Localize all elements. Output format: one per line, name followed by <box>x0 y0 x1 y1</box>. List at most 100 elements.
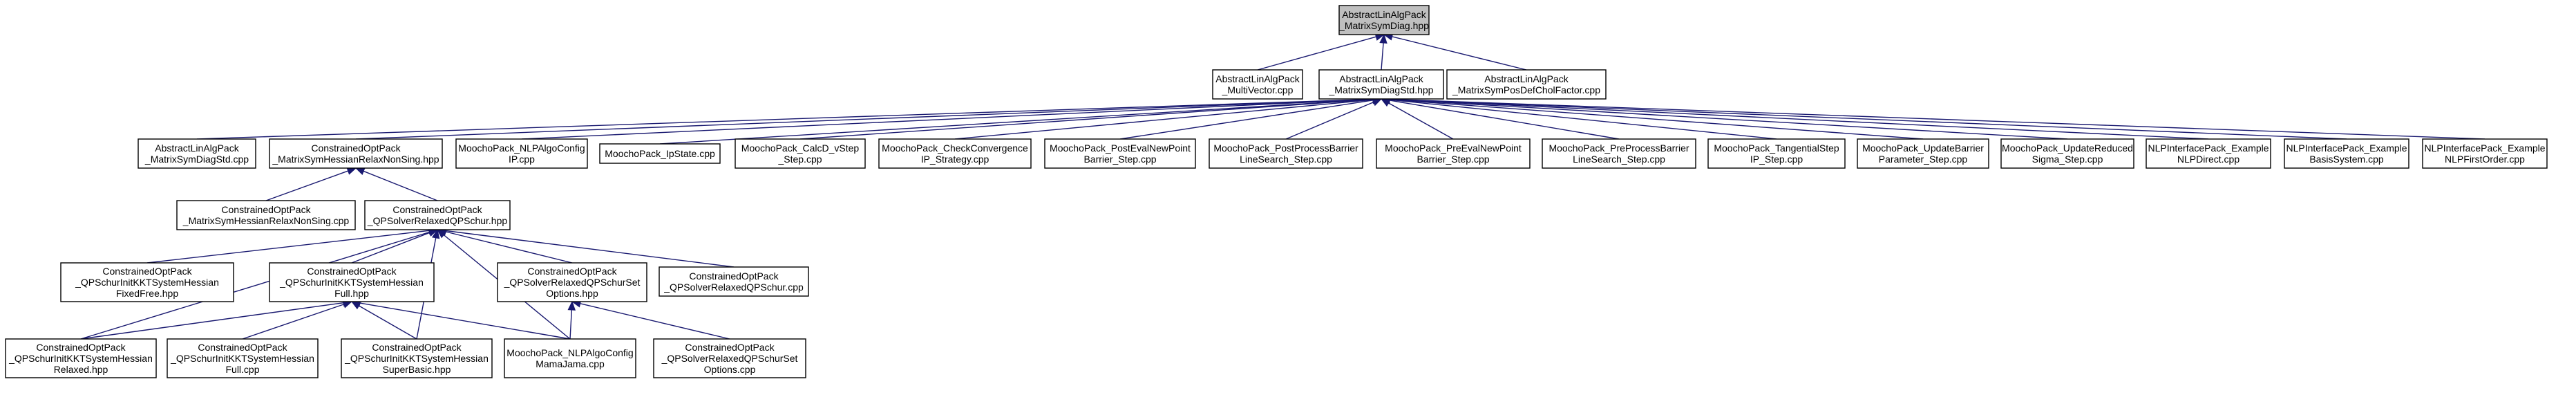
node-label: MoochoPack_PreProcessBarrier <box>1549 143 1689 154</box>
node-label: _QPSchurInitKKTSystemHessian <box>170 353 314 364</box>
node-label: AbstractLinAlgPack <box>155 143 239 154</box>
node-label: MoochoPack_IpState.cpp <box>605 148 715 159</box>
node-label: AbstractLinAlgPack <box>1339 73 1423 84</box>
graph-node[interactable]: MoochoPack_PostProcessBarrierLineSearch_… <box>1209 138 1363 169</box>
graph-node[interactable]: ConstrainedOptPack_QPSchurInitKKTSystemH… <box>341 338 493 378</box>
arrowhead-icon <box>567 300 576 311</box>
node-box <box>1212 69 1303 100</box>
node-label: _MatrixSymPosDefCholFactor.cpp <box>1452 84 1600 95</box>
graph-node[interactable]: ConstrainedOptPack_QPSchurInitKKTSystemH… <box>60 262 234 302</box>
node-label: Full.hpp <box>334 288 369 299</box>
dependency-edge <box>1383 33 1527 71</box>
dependency-edge <box>571 300 730 340</box>
node-box <box>176 200 356 230</box>
graph-node[interactable]: MoochoPack_PostEvalNewPointBarrier_Step.… <box>1044 138 1196 169</box>
graph-node[interactable]: MoochoPack_IpState.cpp <box>599 143 721 164</box>
node-box <box>659 266 809 297</box>
node-box <box>341 338 493 378</box>
graph-node[interactable]: MoochoPack_CheckConvergenceIP_Strategy.c… <box>878 138 1032 169</box>
edges-layer <box>80 33 2485 340</box>
node-label: ConstrainedOptPack <box>527 266 617 277</box>
node-box <box>1376 138 1531 169</box>
node-box <box>1209 138 1363 169</box>
node-box <box>138 138 256 169</box>
node-label: Sigma_Step.cpp <box>2032 154 2103 165</box>
graph-node[interactable]: AbstractLinAlgPack_MatrixSymPosDefCholFa… <box>1446 69 1607 100</box>
node-box <box>60 262 234 302</box>
node-label: _QPSchurInitKKTSystemHessian <box>279 277 424 288</box>
graph-node[interactable]: ConstrainedOptPack_QPSchurInitKKTSystemH… <box>5 338 157 378</box>
node-label: NLPFirstOrder.cpp <box>2445 154 2525 165</box>
node-box <box>878 138 1032 169</box>
node-label: _QPSchurInitKKTSystemHessian <box>8 353 153 364</box>
dependency-edge <box>146 226 439 264</box>
node-label: _MatrixSymDiagStd.hpp <box>1329 84 1434 95</box>
dependency-edge <box>1285 98 1383 140</box>
graph-node[interactable]: ConstrainedOptPack_QPSchurInitKKTSystemH… <box>167 338 319 378</box>
node-label: MoochoPack_PreEvalNewPoint <box>1385 143 1522 154</box>
node-label: _QPSolverRelaxedQPSchurSet <box>504 277 641 288</box>
node-label: SuperBasic.hpp <box>383 364 451 375</box>
node-label: NLPInterfacePack_Example <box>2148 143 2269 154</box>
node-label: MoochoPack_NLPAlgoConfig <box>506 347 633 358</box>
node-label: Full.cpp <box>225 364 259 375</box>
graph-node[interactable]: MoochoPack_PreProcessBarrierLineSearch_S… <box>1542 138 1696 169</box>
node-box <box>1542 138 1696 169</box>
node-box <box>2146 138 2271 169</box>
node-label: MoochoPack_PostEvalNewPoint <box>1050 143 1191 154</box>
dependency-edge <box>436 226 735 268</box>
graph-node[interactable]: ConstrainedOptPack_MatrixSymHessianRelax… <box>269 138 443 169</box>
dependency-edge <box>80 299 353 340</box>
node-label: _QPSchurInitKKTSystemHessian <box>75 277 219 288</box>
node-label: AbstractLinAlgPack <box>1484 73 1569 84</box>
node-box <box>364 200 511 230</box>
node-label: MoochoPack_TangentialStep <box>1714 143 1839 154</box>
node-label: MoochoPack_UpdateBarrier <box>1862 143 1984 154</box>
graph-node[interactable]: AbstractLinAlgPack_MatrixSymDiag.hpp <box>1338 5 1430 35</box>
graph-node[interactable]: MoochoPack_UpdateBarrierParameter_Step.c… <box>1857 138 1989 169</box>
node-label: MoochoPack_CheckConvergence <box>882 143 1028 154</box>
graph-node[interactable]: NLPInterfacePack_ExampleNLPFirstOrder.cp… <box>2422 138 2548 169</box>
graph-node[interactable]: ConstrainedOptPack_QPSchurInitKKTSystemH… <box>269 262 435 302</box>
graph-node[interactable]: ConstrainedOptPack_QPSolverRelaxedQPSchu… <box>364 200 511 230</box>
graph-node[interactable]: ConstrainedOptPack_QPSolverRelaxedQPSchu… <box>653 338 806 378</box>
node-label: ConstrainedOptPack <box>198 342 287 353</box>
node-label: Options.hpp <box>546 288 598 299</box>
node-label: NLPInterfacePack_Example <box>2424 143 2545 154</box>
node-label: NLPInterfacePack_Example <box>2286 143 2407 154</box>
dependency-edge <box>1257 33 1385 71</box>
graph-node[interactable]: MoochoPack_CalcD_vStep_Step.cpp <box>735 138 866 169</box>
node-label: IP.cpp <box>509 154 535 165</box>
node-box <box>2422 138 2548 169</box>
node-label: ConstrainedOptPack <box>221 204 311 215</box>
node-label: _MatrixSymDiagStd.cpp <box>144 154 249 165</box>
node-label: Parameter_Step.cpp <box>1879 154 1968 165</box>
graph-node[interactable]: AbstractLinAlgPack_MultiVector.cpp <box>1212 69 1303 100</box>
node-label: MoochoPack_NLPAlgoConfig <box>458 143 585 154</box>
node-label: _MultiVector.cpp <box>1222 84 1294 95</box>
node-label: _QPSolverRelaxedQPSchur.hpp <box>367 215 508 226</box>
node-box <box>2284 138 2409 169</box>
node-box <box>1707 138 1846 169</box>
node-box <box>1044 138 1196 169</box>
node-box <box>1318 69 1444 100</box>
node-label: _MatrixSymHessianRelaxNonSing.hpp <box>272 154 439 165</box>
graph-node[interactable]: ConstrainedOptPack_MatrixSymHessianRelax… <box>176 200 356 230</box>
graph-node[interactable]: ConstrainedOptPack_QPSolverRelaxedQPSchu… <box>497 262 647 302</box>
graph-node[interactable]: MoochoPack_PreEvalNewPointBarrier_Step.c… <box>1376 138 1531 169</box>
graph-node[interactable]: AbstractLinAlgPack_MatrixSymDiagStd.hpp <box>1318 69 1444 100</box>
graph-node[interactable]: AbstractLinAlgPack_MatrixSymDiagStd.cpp <box>138 138 256 169</box>
dependency-edge <box>567 300 576 340</box>
graph-node[interactable]: ConstrainedOptPack_QPSolverRelaxedQPSchu… <box>659 266 809 297</box>
node-label: _MatrixSymHessianRelaxNonSing.cpp <box>182 215 350 226</box>
node-label: ConstrainedOptPack <box>689 270 779 282</box>
dependency-edge <box>521 95 1383 140</box>
node-label: IP_Strategy.cpp <box>921 154 989 165</box>
node-label: Options.cpp <box>704 364 756 375</box>
